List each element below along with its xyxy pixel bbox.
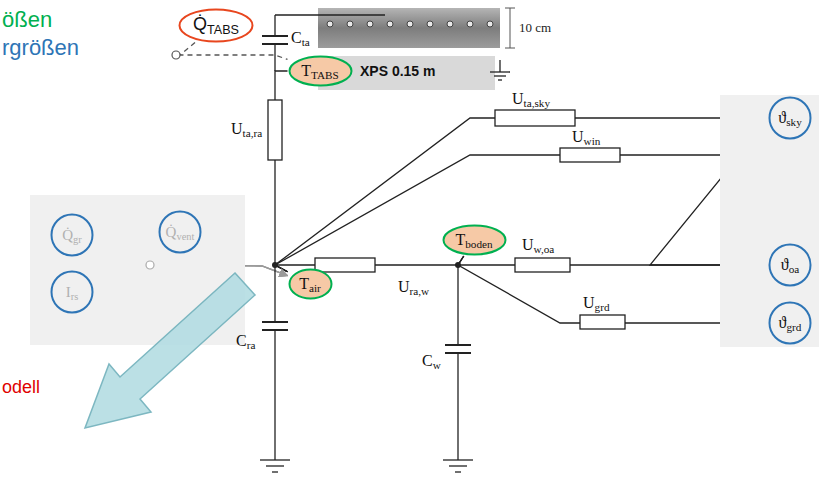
material-label: XPS 0.15 m <box>360 64 436 79</box>
wire <box>457 353 458 460</box>
node-label: Tair <box>299 275 321 293</box>
outline <box>52 215 93 256</box>
pipe <box>387 21 393 27</box>
ground-symbol <box>455 471 461 472</box>
node-label: Q̇TABS <box>193 15 239 35</box>
dimension: 10 cm <box>519 21 551 35</box>
capacitor-symbol <box>262 43 288 45</box>
resistor-symbol <box>560 148 620 162</box>
ground-symbol <box>449 465 467 466</box>
pipe <box>327 21 333 27</box>
ground-symbol <box>494 75 506 76</box>
outline <box>770 98 811 139</box>
resistor-symbol <box>515 258 570 272</box>
node-label: ϑgrd <box>779 314 802 332</box>
wire-connector <box>275 155 768 272</box>
model-heading: odell <box>2 378 40 398</box>
wire <box>275 14 385 15</box>
dimension-tick <box>505 48 515 49</box>
outline <box>770 245 811 286</box>
wire <box>274 265 275 322</box>
resistance-label: Ugrd <box>583 294 609 312</box>
input-callout: Q̇TABS <box>178 8 254 43</box>
pipe <box>367 21 373 27</box>
node-label: ϑsky <box>778 109 801 127</box>
resistor-symbol <box>268 100 282 160</box>
wire-connector <box>180 43 288 60</box>
capacitor-symbol <box>262 35 288 37</box>
outline <box>770 303 811 344</box>
resistance-label: Ura,w <box>398 278 429 296</box>
outline <box>52 272 93 313</box>
capacitance-label: Cw <box>422 352 441 370</box>
resistor-symbol <box>580 315 625 329</box>
boundary-node: ϑoa <box>768 243 812 287</box>
tabs-pipes <box>327 21 493 27</box>
outline <box>160 212 201 253</box>
outline <box>289 57 351 86</box>
ground-symbol <box>443 459 473 460</box>
ground-symbol <box>266 465 284 466</box>
summing-point <box>146 261 154 269</box>
node-label: ϑoa <box>781 256 799 274</box>
wire <box>274 15 275 36</box>
capacitance-label: Cra <box>236 332 255 350</box>
concrete-slab <box>318 8 500 48</box>
wire <box>499 60 500 72</box>
pipe <box>407 21 413 27</box>
node-label: Tboden <box>455 231 492 249</box>
outline <box>443 226 505 255</box>
node-label: Q̇vent <box>166 224 195 241</box>
resistance-label: Uwin <box>572 128 600 146</box>
node-label: TTABS <box>301 62 338 80</box>
pipe <box>467 21 473 27</box>
state-node: TTABS <box>288 55 353 87</box>
ground-symbol <box>272 471 278 472</box>
pipe <box>347 21 353 27</box>
wire <box>274 330 275 460</box>
ground-symbol <box>498 79 502 80</box>
resistance-label: Uta,ra <box>231 120 262 138</box>
wire <box>274 44 275 71</box>
capacitor-symbol <box>262 321 288 323</box>
boundary-node: ϑsky <box>768 96 812 140</box>
resistor-symbol <box>315 258 375 272</box>
pipe <box>447 21 453 27</box>
dimension-line <box>510 8 511 48</box>
disturbance-node: Q̇gr <box>50 213 94 257</box>
resistance-label: Uta,sky <box>512 90 550 108</box>
capacitance-label: Cta <box>291 29 310 47</box>
group-heading: ößen <box>2 8 52 32</box>
state-node: Tboden <box>442 224 507 256</box>
ground-symbol <box>260 459 290 460</box>
ground-symbol <box>490 71 510 72</box>
wire-connector <box>275 118 768 272</box>
resistance-label: Uw,oa <box>522 236 554 254</box>
outline <box>289 270 331 299</box>
wire <box>457 265 458 345</box>
node-label: Irs <box>66 284 79 301</box>
model-arrow <box>85 273 255 428</box>
pipe <box>427 21 433 27</box>
boundary-node: ϑgrd <box>768 301 812 345</box>
terminal <box>172 51 180 59</box>
outline <box>180 9 253 41</box>
capacitor-symbol <box>445 344 471 346</box>
node-label: Q̇gr <box>62 227 82 244</box>
boundary-panel <box>720 95 819 347</box>
pipe <box>487 21 493 27</box>
disturbance-node: Q̇vent <box>158 210 202 254</box>
disturbance-node: Irs <box>50 270 94 314</box>
group-heading: rgrößen <box>2 36 79 60</box>
resistor-symbol <box>495 110 575 126</box>
state-node: Tair <box>288 268 333 300</box>
